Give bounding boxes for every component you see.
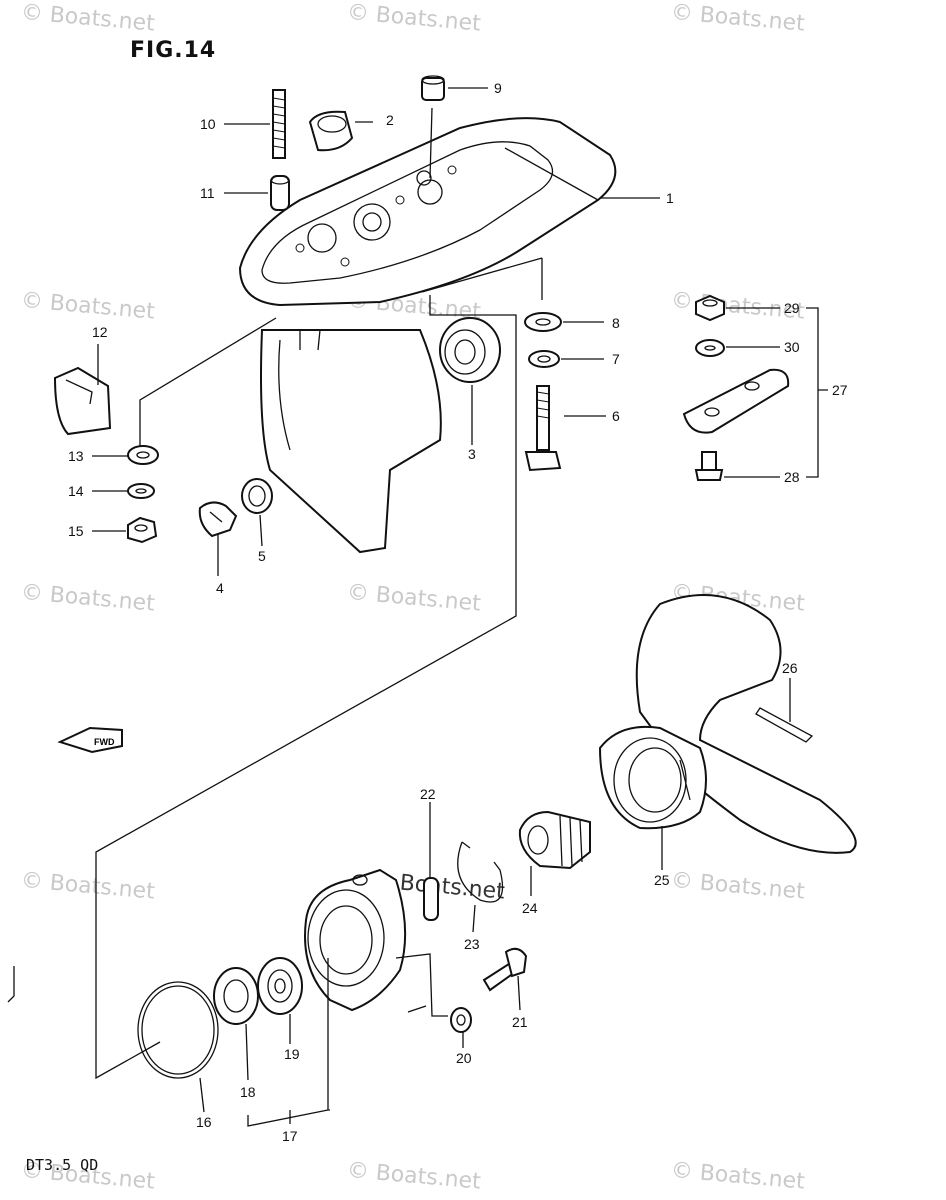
trim-tab-plate [682,368,790,434]
figure-title: FIG.14 [130,38,217,63]
callout-17: 17 [282,1128,298,1144]
callout-15: 15 [68,523,84,539]
anode-part-12 [53,366,112,436]
pin-part-22 [423,877,439,921]
callout-7: 7 [612,351,620,367]
oil-seal-part-19 [257,957,303,1015]
callout-25: 25 [654,872,670,888]
callout-4: 4 [216,580,224,596]
nut-part-15 [127,516,158,544]
callout-28: 28 [784,469,800,485]
cotter-pin-part-26 [755,707,814,743]
washer-part-20 [450,1007,472,1033]
bushing-part-9 [421,75,445,101]
bolt-part-6 [524,385,562,472]
callout-12: 12 [92,324,108,340]
callout-14: 14 [68,483,84,499]
lock-washer-part-30 [695,339,725,357]
gear-case-part-1 [238,117,617,554]
lock-washer-part-14 [127,483,155,499]
callout-18: 18 [240,1084,256,1100]
callout-21: 21 [512,1014,528,1030]
callout-29: 29 [784,300,800,316]
fwd-arrow: FWD [57,726,123,754]
callout-19: 19 [284,1046,300,1062]
o-ring-part-16 [137,981,219,1079]
callout-8: 8 [612,315,620,331]
callout-13: 13 [68,448,84,464]
callout-1: 1 [666,190,674,206]
callout-6: 6 [612,408,620,424]
lock-washer-part-7 [528,350,560,368]
model-code: DT3.5 QD [26,1156,99,1174]
nut-part-29 [695,294,725,322]
callout-22: 22 [420,786,436,802]
stud-part-10 [272,89,286,159]
oil-plug-part-4 [198,501,238,538]
callout-27: 27 [832,382,848,398]
bolt-part-21 [482,947,528,992]
callout-24: 24 [522,900,538,916]
needle-bearing-part-2 [308,110,354,152]
callout-9: 9 [494,80,502,96]
callout-20: 20 [456,1050,472,1066]
shaft-housing-part-17 [304,868,407,1012]
propeller-part-25 [598,594,857,854]
callout-16: 16 [196,1114,212,1130]
callout-10: 10 [200,116,216,132]
ball-bearing-part-3 [439,317,501,383]
callout-11: 11 [200,185,215,201]
callout-3: 3 [468,446,476,462]
leader-lines [7,87,828,1127]
fwd-text: FWD [94,737,115,747]
washer-part-8 [524,312,562,332]
washer-part-13 [127,445,159,465]
callout-30: 30 [784,339,800,355]
bearing-part-18 [213,967,259,1025]
dowel-pin-part-11 [270,175,290,211]
screw-part-28 [694,451,724,481]
callout-2: 2 [386,112,394,128]
snap-ring-part-23 [457,841,504,903]
callout-23: 23 [464,936,480,952]
callout-26: 26 [782,660,798,676]
gasket-part-5 [241,478,273,514]
driver-part-24 [518,810,591,870]
callout-5: 5 [258,548,266,564]
